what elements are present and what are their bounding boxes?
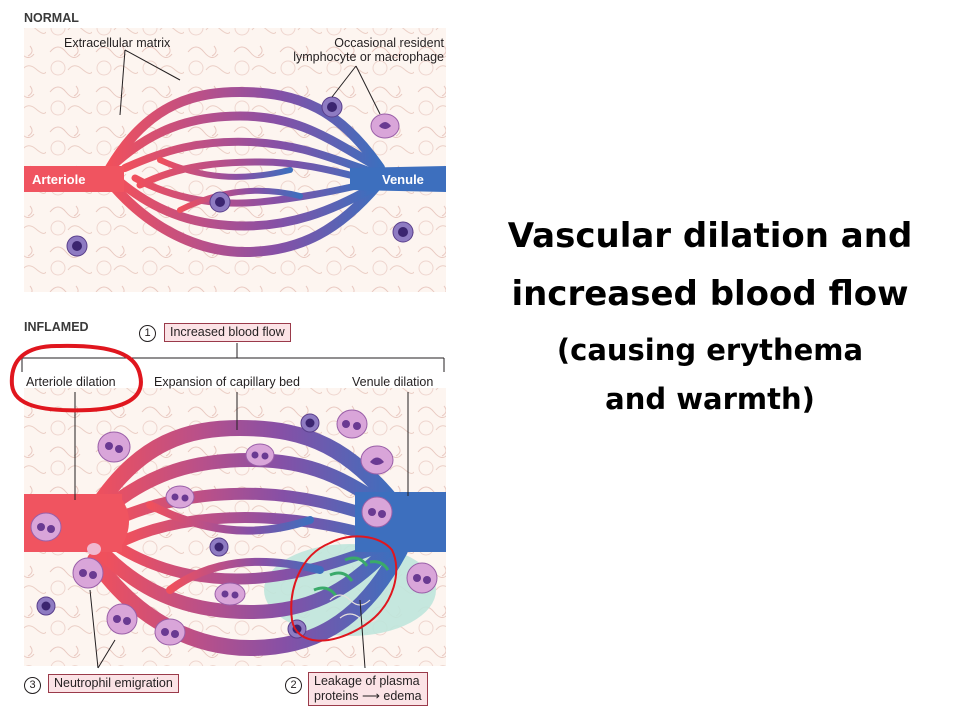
venule-dilation-label: Venule dilation — [352, 375, 434, 389]
right-arrow-icon: ⟶ — [361, 689, 380, 703]
diagram-svg — [9, 28, 446, 669]
step-2-marker: 2 — [285, 677, 302, 694]
edema-fibers — [329, 594, 379, 623]
inflamed-leader-lines — [21, 343, 445, 669]
capillary-bed-expansion-label: Expansion of capillary bed — [154, 375, 300, 389]
headline-line-2: increased blood flow — [511, 274, 909, 314]
headline-line-1: Vascular dilation and — [507, 216, 913, 256]
normal-cells — [66, 96, 414, 257]
inflamed-cells — [30, 409, 438, 646]
proteins-word: proteins — [314, 689, 359, 703]
leakage-arrows — [313, 556, 390, 597]
extracellular-matrix-label: Extracellular matrix — [64, 36, 171, 50]
normal-section-title: NORMAL — [24, 11, 79, 25]
normal-vessel-network — [24, 86, 446, 258]
headline-line-4: and warmth) — [605, 382, 815, 416]
red-annotations — [9, 343, 398, 642]
plasma-leakage-line1: Leakage of plasma — [314, 674, 420, 688]
arteriole-dilation-label: Arteriole dilation — [26, 375, 116, 389]
edema-word: edema — [383, 689, 422, 703]
arteriole-label: Arteriole — [32, 172, 86, 187]
neutrophil-emigration-label: Neutrophil emigration — [48, 674, 179, 693]
plasma-leakage-label: Leakage of plasma proteins ⟶ edema — [308, 672, 428, 706]
normal-leader-lines — [119, 49, 381, 116]
venule-label: Venule — [382, 172, 424, 187]
step-1-marker: 1 — [139, 325, 156, 342]
step-3-marker: 3 — [24, 677, 41, 694]
increased-blood-flow-label: Increased blood flow — [164, 323, 291, 342]
resident-cell-label: Occasional resident lymphocyte or macrop… — [270, 36, 444, 64]
resident-cell-label-line1: Occasional resident — [334, 36, 444, 50]
inflamed-section-title: INFLAMED — [24, 320, 89, 334]
vascular-diagram: NORMAL Extracellular matrix Occasional r… — [0, 0, 460, 720]
resident-cell-label-line2: lymphocyte or macrophage — [293, 50, 444, 64]
plasma-leakage-line2: proteins ⟶ edema — [314, 689, 422, 704]
headline-line-3: (causing erythema — [556, 333, 864, 367]
